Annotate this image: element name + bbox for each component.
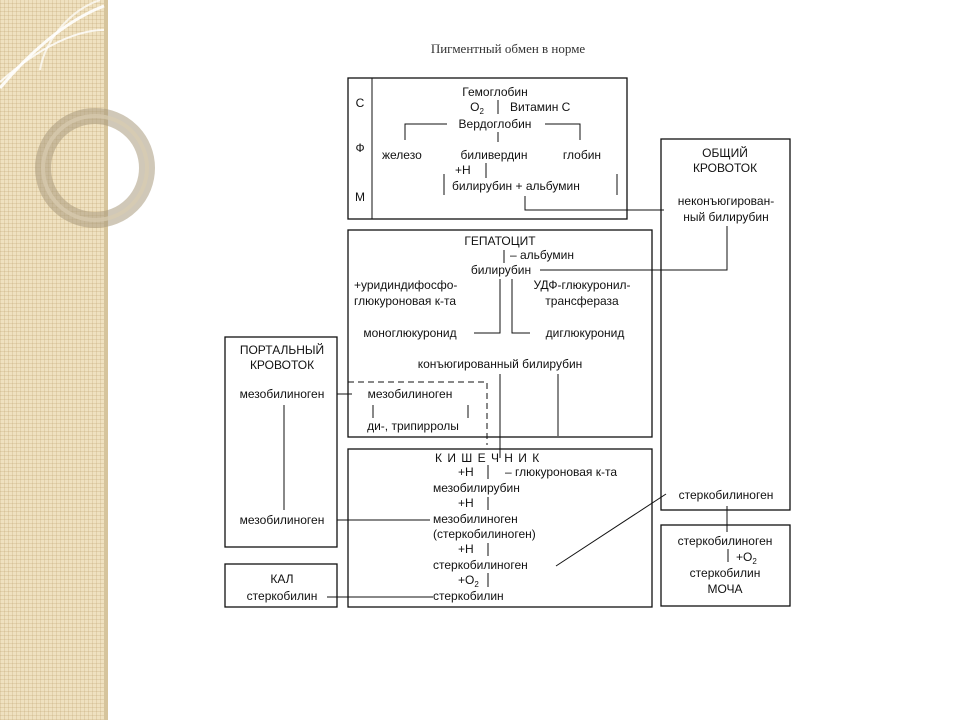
diagram-title: Пигментный обмен в норме	[431, 41, 586, 56]
conjugated-bilirubin-label: конъюгированный билирубин	[418, 357, 583, 371]
plus-h-label: +Н	[455, 163, 471, 177]
portal-mesobilinogen-bottom: мезобилиноген	[240, 513, 325, 527]
urine-plus-o2: +O2	[736, 550, 757, 566]
udp-line2: глюкуроновая к-та	[354, 294, 456, 308]
general-blood-box	[660, 138, 791, 511]
dashed-inner-box	[348, 381, 488, 445]
verdoglobin-label: Вердоглобин	[459, 117, 532, 131]
intestine-plus-h-3: +Н	[458, 542, 474, 556]
decorative-swirl	[0, 0, 155, 228]
diglucuronide-label: диглюкуронид	[546, 326, 625, 340]
blood-to-hepatocyte-line	[540, 226, 728, 271]
feces-title: КАЛ	[270, 572, 293, 586]
portal-title-line2: КРОВОТОК	[250, 358, 314, 372]
intestine-mesobilinogen-label: мезобилиноген	[433, 512, 518, 526]
intestine-box	[347, 448, 653, 608]
urine-plus-o2-subscript: 2	[752, 557, 757, 566]
monoglucuronide-label: моноглюкуронид	[363, 326, 456, 340]
hepatocyte-bilirubin-label: билирубин	[471, 263, 531, 277]
enzyme-line2: трансфераза	[545, 294, 619, 308]
hepatocyte-mesobilinogen-label: мезобилиноген	[368, 387, 453, 401]
sfm-letter-s: С	[356, 96, 365, 110]
feces-stercobilin-label: стеркобилин	[247, 589, 318, 603]
o2-subscript: 2	[479, 107, 484, 116]
biliverdin-label: биливердин	[461, 148, 528, 162]
intestine-stercobilinogen-label: стеркобилиноген	[433, 558, 528, 572]
intestine-stercobilin-label: стеркобилин	[433, 589, 504, 603]
sidebar-divider	[104, 0, 108, 720]
minus-albumin-label: – альбумин	[510, 248, 574, 262]
urine-stercobilinogen-label: стеркобилиноген	[678, 534, 773, 548]
urine-stercobilin-label: стеркобилин	[690, 566, 761, 580]
globin-label: глобин	[563, 148, 601, 162]
di-tripyrroles-label: ди-, трипирролы	[367, 419, 459, 433]
o2-label: O2	[470, 100, 484, 116]
unconjugated-line1: неконъюгирован-	[678, 194, 774, 208]
enzyme-line1: УДФ-глюкуронил-	[533, 278, 630, 292]
sfm-block	[347, 77, 628, 220]
intestine-plus-o2-subscript: 2	[474, 580, 479, 589]
minus-glucuronic-label: – глюкуроновая к-та	[505, 465, 617, 479]
intestine-stercobilinogen-paren: (стеркобилиноген)	[433, 527, 536, 541]
general-blood-title-line1: ОБЩИЙ	[702, 145, 748, 160]
mesobilirubin-label: мезобилирубин	[433, 481, 520, 495]
intestine-plus-h-2: +Н	[458, 496, 474, 510]
portal-mesobilinogen-top: мезобилиноген	[240, 387, 325, 401]
urine-box	[660, 524, 791, 607]
o2-text: O	[470, 100, 479, 114]
unconjugated-line2: ный билирубин	[683, 210, 768, 224]
intestine-plus-h-1: +Н	[458, 465, 474, 479]
intestine-plus-o2-text: +O	[458, 573, 474, 587]
bilirubin-albumin-label: билирубин + альбумин	[452, 179, 580, 193]
verdoglobin-to-iron-line	[404, 123, 447, 140]
udp-line1: +уридиндифосфо-	[354, 278, 457, 292]
intestine-to-blood-line	[555, 493, 667, 567]
urine-plus-o2-text: +O	[736, 550, 752, 564]
general-blood-title-line2: КРОВОТОК	[693, 161, 757, 175]
portal-title-line1: ПОРТАЛЬНЫЙ	[240, 342, 324, 357]
feces-box	[224, 563, 338, 608]
portal-blood-box	[224, 336, 338, 548]
urine-title: МОЧА	[707, 582, 742, 596]
iron-label: железо	[382, 148, 422, 162]
verdoglobin-to-globin-line	[545, 123, 581, 140]
intestine-plus-o2: +O2	[458, 573, 479, 589]
bilirubin-to-mono-line	[474, 279, 501, 334]
vitamin-c-label: Витамин С	[510, 100, 571, 114]
intestine-title: К И Ш Е Ч Н И К	[435, 451, 540, 465]
sfm-letter-m: М	[355, 190, 365, 204]
hepatocyte-title: ГЕПАТОЦИТ	[464, 234, 536, 248]
hemoglobin-label: Гемоглобин	[462, 85, 527, 99]
blood-stercobilinogen-label: стеркобилиноген	[679, 488, 774, 502]
sfm-letter-f: Ф	[355, 141, 364, 155]
bilirubin-to-di-line	[511, 279, 530, 334]
sfm-to-blood-line	[524, 196, 664, 211]
